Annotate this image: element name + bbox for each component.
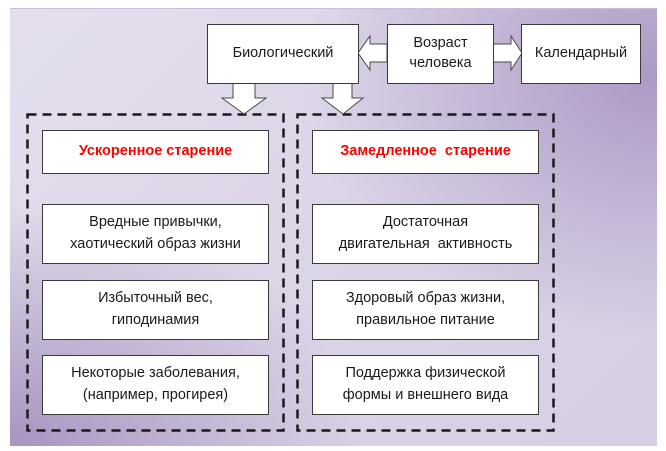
right-factor-box: Здоровый образ жизни, правильное питание: [312, 280, 539, 340]
left-factor-line2: хаотический образ жизни: [70, 236, 241, 252]
right-factor-box: Поддержка физической формы и внешнего ви…: [312, 355, 539, 415]
calendar-age-label: Календарный: [534, 45, 628, 62]
block-arrow-down-icon: [320, 82, 365, 115]
left-factor-line2: (например, прогирея): [82, 387, 229, 403]
biological-age-label: Биологический: [232, 45, 334, 62]
right-factor-box: Достаточная двигательная активность: [312, 204, 539, 264]
left-factor-box: Вредные привычки, хаотический образ жизн…: [42, 204, 269, 264]
left-factor-line1: Некоторые заболевания,: [71, 365, 240, 382]
left-factor-box: Избыточный вес, гиподинамия: [42, 280, 269, 340]
accelerated-aging-title-box: Ускоренное старение: [42, 130, 269, 174]
right-factor-line1: Поддержка физической: [345, 365, 506, 382]
left-factor-line2: гиподинамия: [111, 312, 200, 328]
right-factor-line2: формы и внешнего вида: [342, 387, 509, 403]
right-factor-line2: двигательная активность: [338, 236, 513, 252]
right-factor-line2: правильное питание: [356, 312, 495, 328]
biological-age-box: Биологический: [207, 24, 359, 84]
human-age-label-line1: Возраст: [413, 35, 468, 52]
left-factor-line1: Вредные привычки,: [89, 214, 222, 231]
slowed-aging-title: Замедленное старение: [340, 143, 511, 160]
human-age-box: Возраст человека: [387, 24, 494, 84]
right-factor-line1: Здоровый образ жизни,: [345, 290, 506, 307]
left-factor-box: Некоторые заболевания, (например, прогир…: [42, 355, 269, 415]
block-arrow-down-icon: [220, 82, 268, 115]
right-group-container: [296, 113, 555, 432]
accelerated-aging-title: Ускоренное старение: [78, 143, 233, 160]
block-arrow-left-icon: [357, 34, 388, 72]
left-factor-line1: Избыточный вес,: [98, 290, 213, 307]
calendar-age-box: Календарный: [521, 24, 641, 84]
block-arrow-right-icon: [492, 34, 523, 72]
right-factor-line1: Достаточная: [382, 214, 469, 231]
human-age-label-line2: человека: [409, 55, 472, 71]
left-group-container: [26, 113, 285, 432]
slowed-aging-title-box: Замедленное старение: [312, 130, 539, 174]
